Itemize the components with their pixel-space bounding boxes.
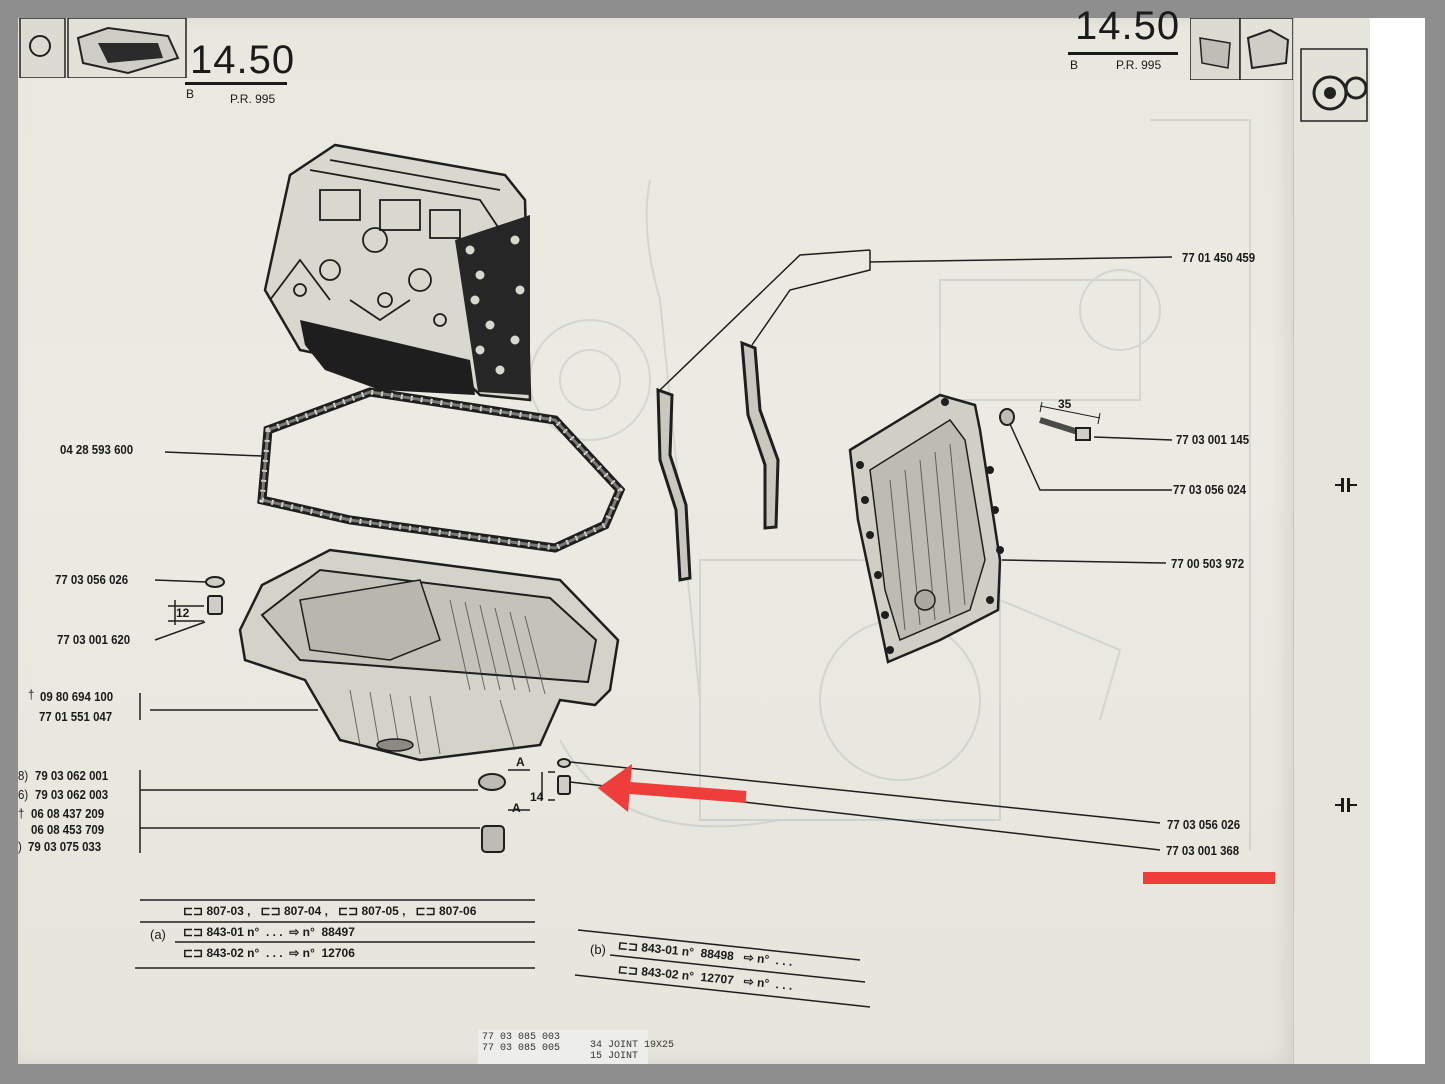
vehicle-icon: ⊏⊐ — [183, 925, 207, 939]
table-a-row: ⊏⊐ 843-01 n° . . . ⇨ n° 88497 — [183, 925, 355, 939]
engine-block-drawing — [263, 143, 532, 402]
vehicle-icon: ⊏⊐ — [253, 904, 284, 918]
page-marker-icon — [1335, 798, 1357, 812]
footer-line: 77 03 085 003 — [482, 1032, 561, 1043]
part-number: 77 03 001 368 — [1166, 843, 1240, 858]
part-number: 79 03 062 001 — [35, 768, 109, 783]
dimension-label: 14 — [530, 790, 544, 804]
part-number: 06 08 453 709 — [31, 822, 105, 837]
part-number: 09 80 694 100 — [40, 689, 114, 704]
underlying-page-fragment: 77 03 085 003 77 03 085 005 — [478, 1030, 648, 1064]
red-arrow-shaft — [629, 782, 747, 803]
ghost-drawing — [529, 119, 1251, 850]
section-thumbnail-icons — [19, 18, 187, 78]
timing-cover-drawing — [848, 393, 1004, 664]
compat-table-b-rules — [574, 929, 871, 1008]
part-number: 79 03 075 033 — [28, 839, 102, 854]
table-a-row: ⊏⊐ 807-03 , ⊏⊐ 807-04 , ⊏⊐ 807-05 , ⊏⊐ 8… — [183, 904, 477, 918]
section-number-right: 14.50 — [1075, 4, 1181, 48]
table-b-label: (b) — [590, 942, 606, 957]
footer-ref: 15 JOINT — [590, 1051, 639, 1062]
red-underline — [1143, 872, 1275, 884]
oil-pan-gasket-drawing — [257, 387, 626, 553]
small-parts-left — [205, 576, 571, 853]
next-page-edge — [1293, 18, 1371, 1064]
part-prefix: 8) — [18, 768, 29, 783]
part-prefix: † — [18, 806, 25, 821]
part-number: 77 01 551 047 — [39, 709, 113, 724]
compat-table-a-rules — [135, 899, 535, 969]
part-number: 04 28 593 600 — [60, 442, 134, 457]
part-number: 77 03 056 024 — [1173, 482, 1247, 497]
oil-pan-drawing — [238, 548, 620, 762]
red-arrow-head — [598, 764, 632, 812]
section-ref-right: P.R. 995 — [1116, 58, 1162, 72]
part-number: 77 03 056 026 — [55, 572, 129, 587]
vehicle-icon: ⊏⊐ — [408, 904, 439, 918]
dimension-label: A — [516, 755, 525, 769]
dimension-label: A — [512, 801, 521, 815]
part-prefix: † — [28, 687, 35, 702]
part-prefix: 6) — [18, 787, 29, 802]
section-variant-right: B — [1070, 58, 1079, 72]
table-a-label: (a) — [150, 927, 166, 942]
bolt-and-washer-drawing — [999, 401, 1101, 441]
part-number: 79 03 062 003 — [35, 787, 109, 802]
vehicle-icon: ⊏⊐ — [617, 938, 643, 955]
table-a-row: ⊏⊐ 843-02 n° . . . ⇨ n° 12706 — [183, 946, 355, 960]
footer-ref: 34 JOINT 19X25 — [590, 1040, 675, 1051]
part-number: 77 03 001 145 — [1176, 432, 1250, 447]
section-ref: P.R. 995 — [230, 92, 276, 106]
header-rule-right — [1068, 52, 1178, 55]
underlying-page-fragment-ref: 34 JOINT 19X25 15 JOINT — [590, 1040, 710, 1062]
part-number: 77 00 503 972 — [1171, 556, 1245, 571]
dimension-label: 12 — [176, 606, 190, 620]
footer-line: 77 03 085 005 — [482, 1043, 561, 1054]
part-number: 77 03 056 026 — [1167, 817, 1241, 832]
gear-thumbnail-icon — [1300, 48, 1368, 122]
part-number: 06 08 437 209 — [31, 806, 105, 821]
white-margin — [1370, 18, 1425, 1064]
part-prefix: ) — [18, 839, 22, 854]
section-thumbnail-icons-right — [1190, 18, 1293, 80]
cover-gaskets-drawing — [656, 340, 780, 582]
page-marker-icon — [1335, 478, 1357, 492]
leader-lines — [139, 249, 1173, 853]
section-variant: B — [186, 87, 195, 101]
vehicle-icon: ⊏⊐ — [331, 904, 362, 918]
part-number: 77 03 001 620 — [57, 632, 131, 647]
dimension-label: 35 — [1058, 397, 1072, 411]
part-number: 77 01 450 459 — [1182, 250, 1256, 265]
vehicle-icon: ⊏⊐ — [183, 904, 207, 918]
header-rule — [185, 82, 287, 85]
vehicle-icon: ⊏⊐ — [617, 962, 643, 979]
catalog-page — [18, 18, 1293, 1064]
section-number: 14.50 — [190, 38, 296, 82]
vehicle-icon: ⊏⊐ — [183, 946, 207, 960]
